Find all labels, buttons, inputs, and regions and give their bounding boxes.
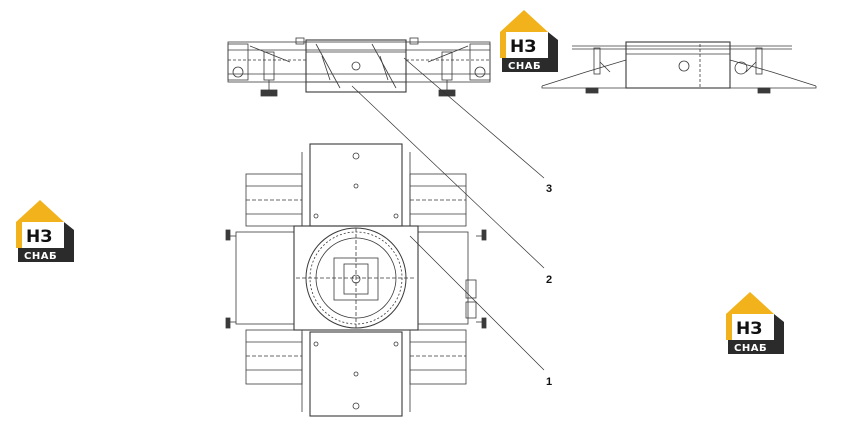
leader-lines [351,57,545,371]
logo-left: НЗ СНАБ [16,200,74,262]
logo-text: НЗ [26,227,52,247]
callout-2: 2 [546,274,552,286]
logo-right: НЗ СНАБ [726,292,784,354]
logo-subtext: СНАБ [508,61,541,72]
logo-text: НЗ [510,37,536,57]
callout-3: 3 [546,183,552,195]
logo-subtext: СНАБ [734,343,767,354]
front-elevation-view [227,37,491,97]
callout-1: 1 [546,376,552,388]
plan-view [225,143,487,417]
side-elevation-view [541,41,817,94]
logo-top: НЗ СНАБ [500,10,558,72]
logo-subtext: СНАБ [24,251,57,262]
logo-text: НЗ [736,319,762,339]
